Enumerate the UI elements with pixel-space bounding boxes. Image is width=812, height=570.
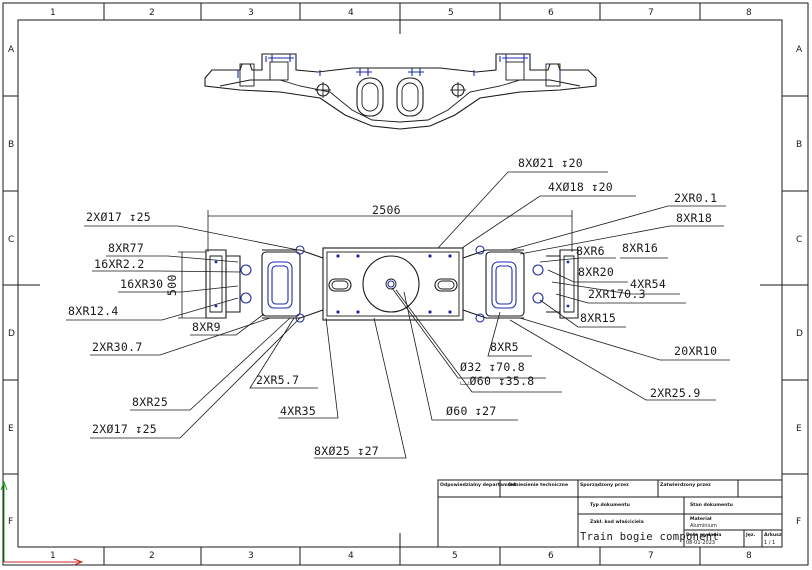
tb-approved-by: Zatwierdzony przez bbox=[660, 482, 711, 488]
zone-row-e: E bbox=[8, 424, 14, 434]
tb-technical-reference: Odniesienie techniczne bbox=[508, 482, 568, 488]
zone-col-2: 2 bbox=[149, 8, 155, 18]
tb-material-value: Aluminium bbox=[690, 523, 717, 529]
callout-8x-d21: 8XØ21 ↧20 bbox=[518, 156, 583, 170]
tb-title: Train bogie component bbox=[580, 531, 719, 543]
callout-8x-d25: 8XØ25 ↧27 bbox=[314, 444, 379, 458]
title-block: Odpowiedzialny departament Odniesienie t… bbox=[437, 479, 783, 548]
zone-col-6: 6 bbox=[548, 8, 554, 18]
zone-row-c-right: C bbox=[796, 235, 802, 245]
callout-16x-r2-2: 16XR2.2 bbox=[94, 257, 145, 271]
front-oval-right bbox=[396, 77, 424, 117]
tb-responsible-department: Odpowiedzialny departament bbox=[440, 482, 517, 488]
zone-row-f-right: F bbox=[796, 517, 801, 527]
zone-col-8-bottom: 8 bbox=[746, 551, 752, 561]
zone-row-f: F bbox=[8, 517, 13, 527]
tb-material-label: Materiał bbox=[690, 516, 712, 522]
tb-date-value: 08-01-2023 bbox=[686, 540, 715, 546]
plan-center-body bbox=[322, 247, 464, 321]
plan-center-bore bbox=[362, 255, 420, 313]
tb-sheet-value: 1 / 1 bbox=[764, 540, 775, 546]
tb-sheet-label: Arkusz bbox=[764, 532, 782, 538]
zone-row-b: B bbox=[8, 140, 14, 150]
tb-legal-owner-label: Zakł. kod właściciela bbox=[590, 518, 644, 525]
callout-2x-r5-7: 2XR5.7 bbox=[256, 373, 299, 387]
callout-16x-r30: 16XR30 bbox=[120, 277, 163, 291]
zone-ticks bbox=[3, 3, 808, 565]
callout-20x-r10: 20XR10 bbox=[674, 344, 717, 358]
callout-8x-r25: 8XR25 bbox=[132, 395, 168, 409]
callout-2x-r0-1: 2XR0.1 bbox=[674, 191, 717, 205]
callout-cbore-d60: ⌴Ø60 ↧35.8 bbox=[460, 374, 535, 388]
zone-col-3-bottom: 3 bbox=[248, 551, 254, 561]
callout-d32: Ø32 ↧70.8 bbox=[460, 360, 525, 374]
zone-row-a-right: A bbox=[796, 45, 803, 55]
callout-4x-d18: 4XØ18 ↧20 bbox=[548, 180, 613, 194]
callout-2x-r25-9: 2XR25.9 bbox=[650, 386, 701, 400]
leader-lines bbox=[66, 171, 730, 459]
callout-8x-r12-4: 8XR12.4 bbox=[68, 304, 119, 318]
callout-8x-r15: 8XR15 bbox=[580, 311, 616, 325]
callout-8x-r16: 8XR16 bbox=[622, 241, 658, 255]
dim-height: 500 bbox=[165, 274, 179, 296]
plan-left-pad bbox=[267, 261, 293, 309]
zone-col-2-bottom: 2 bbox=[149, 551, 155, 561]
axis-triad-icon bbox=[0, 480, 84, 566]
callout-4x-r35: 4XR35 bbox=[280, 404, 316, 418]
zone-row-d: D bbox=[8, 329, 15, 339]
tb-document-type-label: Typ dokumentu bbox=[590, 502, 630, 508]
zone-col-4: 4 bbox=[348, 8, 354, 18]
dim-overall-length: 2506 bbox=[372, 203, 401, 217]
zone-col-8: 8 bbox=[746, 8, 752, 18]
zone-labels: 1 2 3 4 5 6 7 8 1 2 3 4 5 6 7 8 A B C D … bbox=[8, 8, 803, 561]
zone-col-1: 1 bbox=[50, 8, 56, 18]
zone-col-6-bottom: 6 bbox=[548, 551, 554, 561]
zone-row-e-right: E bbox=[796, 424, 802, 434]
callout-8x-r6: 8XR6 bbox=[576, 244, 605, 258]
callout-2x-d17-bottom: 2XØ17 ↧25 bbox=[92, 422, 157, 436]
callout-8x-r9: 8XR9 bbox=[192, 320, 221, 334]
callout-2x-r30-7: 2XR30.7 bbox=[92, 340, 143, 354]
zone-col-7-bottom: 7 bbox=[648, 551, 654, 561]
callout-8x-r18: 8XR18 bbox=[676, 211, 712, 225]
callout-8x-r77: 8XR77 bbox=[108, 241, 144, 255]
zone-row-d-right: D bbox=[796, 329, 803, 339]
zone-row-c: C bbox=[8, 235, 14, 245]
callout-8x-r20: 8XR20 bbox=[578, 265, 614, 279]
dimension-labels: 2506 500 8XØ21 ↧20 4XØ18 ↧20 2XR0.1 8XR1… bbox=[68, 156, 717, 458]
zone-col-1-bottom: 1 bbox=[50, 551, 56, 561]
zone-row-a: A bbox=[8, 45, 15, 55]
callout-2x-r170-3: 2XR170.3 bbox=[588, 287, 646, 301]
zone-row-b-right: B bbox=[796, 140, 802, 150]
plan-right-pad bbox=[491, 261, 517, 309]
zone-col-3: 3 bbox=[248, 8, 254, 18]
zone-col-5-bottom: 5 bbox=[452, 551, 458, 561]
front-view bbox=[204, 53, 597, 130]
callout-d60-depth27: Ø60 ↧27 bbox=[446, 404, 497, 418]
tb-date-label: Data wydania bbox=[686, 532, 721, 538]
callout-4x-r54: 4XR54 bbox=[630, 277, 666, 291]
callout-2x-d17-top: 2XØ17 ↧25 bbox=[86, 210, 151, 224]
zone-col-7: 7 bbox=[648, 8, 654, 18]
front-oval-left bbox=[356, 77, 384, 117]
tb-lang-label: Jęz. bbox=[745, 532, 755, 538]
tb-document-status-label: Stan dokumentu bbox=[690, 502, 733, 508]
zone-col-4-bottom: 4 bbox=[348, 551, 354, 561]
callout-8x-r5: 8XR5 bbox=[490, 340, 519, 354]
plan-view bbox=[178, 210, 579, 323]
tb-created-by: Sporządzony przez bbox=[580, 482, 629, 488]
zone-col-5: 5 bbox=[448, 8, 454, 18]
